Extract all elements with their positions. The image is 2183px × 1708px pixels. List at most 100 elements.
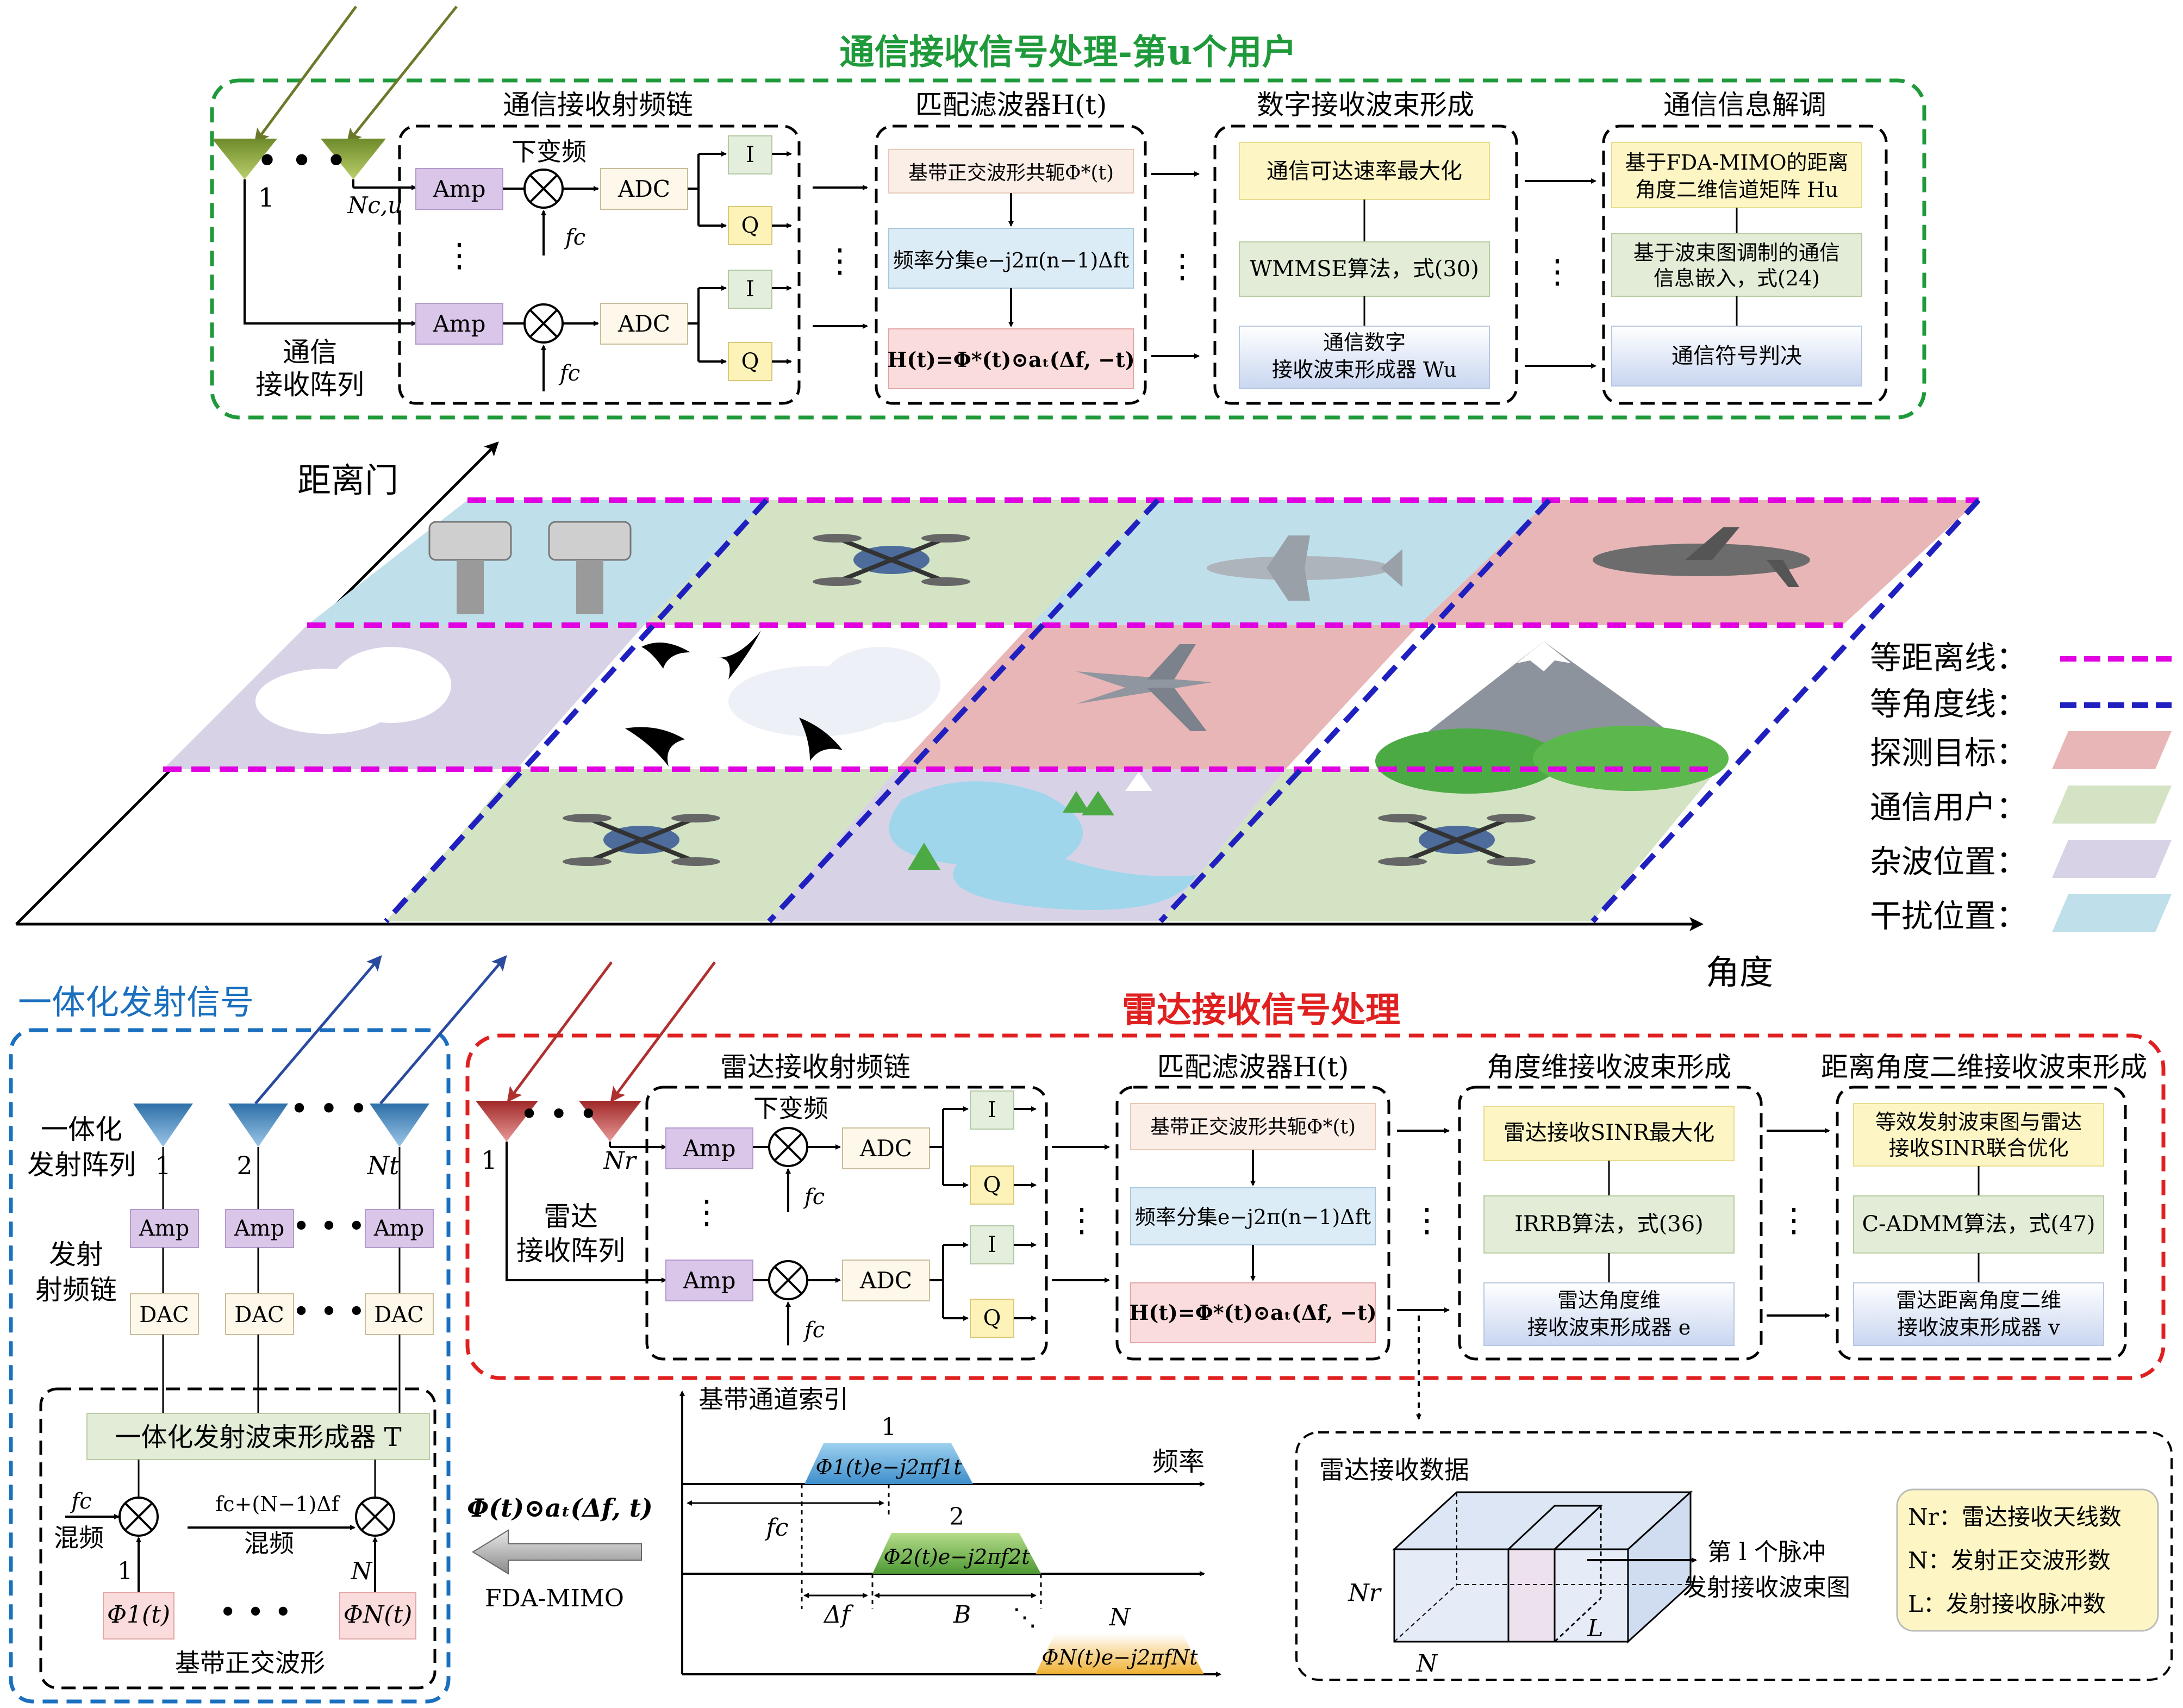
svg-text:fc+(N−1)Δf: fc+(N−1)Δf	[215, 1492, 341, 1516]
svg-text:2: 2	[949, 1503, 964, 1531]
legend: 等距离线： 等角度线： 探测目标： 通信用户： 杂波位置： 干扰位置：	[1870, 639, 2172, 934]
svg-text:Amp: Amp	[432, 176, 485, 202]
radar-antenna-n	[579, 1101, 641, 1142]
radar-station-icons	[428, 521, 632, 614]
svg-text:发射: 发射	[49, 1239, 103, 1270]
svg-text:雷达接收SINR最大化: 雷达接收SINR最大化	[1504, 1120, 1714, 1145]
svg-text:ADC: ADC	[859, 1267, 912, 1294]
svg-text:⋮: ⋮	[443, 236, 476, 275]
svg-text:下变频: 下变频	[753, 1094, 828, 1123]
tx-phi-1	[103, 1592, 174, 1640]
svg-text:fc: fc	[564, 225, 585, 250]
svg-text:• • •: • • •	[219, 1595, 292, 1630]
comm-dbf-title: 数字接收波束形成	[1257, 89, 1474, 121]
svg-text:Nr：雷达接收天线数: Nr：雷达接收天线数	[1908, 1504, 2122, 1530]
svg-text:L：发射接收脉冲数: L：发射接收脉冲数	[1908, 1591, 2106, 1617]
comm-amp-2	[415, 303, 503, 345]
tx-phi-n	[339, 1592, 416, 1640]
svg-text:I: I	[988, 1098, 996, 1123]
svg-text:匹配滤波器H(t): 匹配滤波器H(t)	[1157, 1051, 1349, 1083]
jet-icon	[1076, 644, 1212, 731]
comm-title: 通信接收信号处理-第u个用户	[839, 32, 1296, 73]
svg-text:⋮: ⋮	[824, 242, 856, 280]
tx-dac-2	[225, 1293, 294, 1335]
svg-text:I: I	[746, 277, 754, 302]
mountain-icon	[1375, 641, 1729, 794]
svg-text:DAC: DAC	[374, 1302, 424, 1327]
svg-text:• • •: • • •	[256, 139, 347, 183]
svg-text:• • •: • • •	[520, 1095, 598, 1133]
tx-section: 一体化发射信号 • • • 一体化 发射阵列 1 2 Nt 发射 射频链 Amp…	[9, 955, 507, 1704]
lake-icon	[889, 772, 1196, 910]
svg-text:fc: fc	[803, 1185, 825, 1210]
svg-text:通信数字: 通信数字	[1323, 331, 1406, 354]
svg-text:ΦN(t)e−j2πfNt: ΦN(t)e−j2πfNt	[1041, 1645, 1198, 1669]
svg-text:H(t)=Φ*(t)⊙aₜ(Δf, −t): H(t)=Φ*(t)⊙aₜ(Δf, −t)	[1129, 1300, 1376, 1325]
svg-text:基于波束图调制的通信: 基于波束图调制的通信	[1633, 241, 1840, 265]
tx-beamformer	[86, 1413, 430, 1460]
svg-text:频率: 频率	[1152, 1447, 1205, 1477]
svg-text:I: I	[988, 1232, 996, 1257]
svg-text:Φ1(t)e−j2πf1t: Φ1(t)e−j2πf1t	[815, 1455, 962, 1479]
svg-text:一体化: 一体化	[41, 1114, 122, 1145]
svg-text:接收波束形成器 Wu: 接收波束形成器 Wu	[1272, 358, 1457, 382]
comm-antenna-1	[212, 139, 277, 179]
angle-axis-label: 角度	[1706, 952, 1773, 992]
legend-angle-line: 等角度线：	[1870, 685, 2028, 722]
tx-antenna-nt	[370, 1104, 429, 1147]
svg-text:雷达角度维: 雷达角度维	[1557, 1288, 1661, 1312]
svg-text:基于FDA-MIMO的距离: 基于FDA-MIMO的距离	[1625, 151, 1848, 174]
svg-text:L: L	[1587, 1615, 1603, 1642]
comm-section: 通信接收信号处理-第u个用户 • • • 1 Nc,u 通信 接收阵列 通信接收…	[210, 5, 1926, 420]
svg-text:接收波束形成器 v: 接收波束形成器 v	[1897, 1316, 2060, 1339]
svg-text:等效发射波束图与雷达: 等效发射波束图与雷达	[1875, 1110, 2082, 1134]
comm-ant-n-label: Nc,u	[347, 192, 403, 219]
svg-text:C-ADMM算法，式(47): C-ADMM算法，式(47)	[1862, 1212, 2095, 1237]
pulse-n	[1036, 1634, 1204, 1674]
svg-text:1: 1	[481, 1145, 497, 1175]
svg-text:2: 2	[236, 1151, 252, 1180]
comm-mf-sep: 频率分集e−j2π(n−1)Δft	[893, 248, 1129, 272]
equi-range-lines	[163, 497, 1979, 772]
comm-amp-1	[415, 168, 503, 210]
svg-text:ΦN(t): ΦN(t)	[344, 1601, 413, 1629]
tx-dac-n	[365, 1293, 434, 1335]
svg-text:Amp: Amp	[682, 1267, 735, 1294]
svg-text:Φ1(t): Φ1(t)	[107, 1601, 170, 1629]
tx-amp-2	[225, 1209, 294, 1248]
svg-text:Q: Q	[741, 349, 759, 374]
svg-text:ADC: ADC	[618, 310, 670, 337]
comm-demod-title: 通信信息解调	[1663, 89, 1826, 121]
svg-text:角度二维信道矩阵 Hu: 角度二维信道矩阵 Hu	[1635, 178, 1838, 202]
svg-text:雷达距离角度二维: 雷达距离角度二维	[1896, 1288, 2061, 1312]
svg-text:1: 1	[881, 1413, 896, 1441]
tx-antenna-2	[228, 1104, 288, 1147]
svg-text:FDA-MIMO: FDA-MIMO	[485, 1585, 624, 1612]
svg-text:fc: fc	[70, 1489, 91, 1514]
svg-text:fc: fc	[558, 361, 580, 386]
comm-array-label-2: 接收阵列	[255, 369, 364, 401]
svg-text:雷达接收射频链: 雷达接收射频链	[720, 1051, 910, 1083]
radar-section: 雷达接收信号处理 • • • 1 Nr 雷达 接收阵列 雷达接收射频链 下变频 …	[465, 961, 2166, 1420]
comm-adc-1	[600, 168, 688, 210]
pulse-1	[804, 1443, 973, 1484]
birds-icon	[625, 631, 843, 766]
symbol-note	[1896, 1488, 2159, 1632]
svg-text:⋮: ⋮	[1166, 247, 1199, 285]
uav-icon	[1207, 535, 1402, 601]
comm-ant-1-label: 1	[258, 183, 275, 213]
svg-text:接收SINR联合优化: 接收SINR联合优化	[1889, 1136, 2069, 1160]
drone-icon-3	[1378, 814, 1536, 866]
legend-clutter: 杂波位置：	[1870, 843, 2028, 880]
equi-angle-lines	[384, 498, 1981, 924]
svg-text:第 l 个脉冲: 第 l 个脉冲	[1707, 1538, 1826, 1566]
svg-text:Q: Q	[983, 1173, 1001, 1198]
radar-adc-2	[842, 1260, 930, 1301]
legend-jamming: 干扰位置：	[1870, 897, 2028, 934]
comm-rf-title: 通信接收射频链	[503, 89, 693, 121]
tx-amp-n	[365, 1209, 434, 1248]
comm-adc-2	[600, 303, 688, 345]
legend-target: 探测目标：	[1870, 734, 2028, 771]
svg-text:Amp: Amp	[373, 1216, 424, 1241]
comm-array-label-1: 通信	[283, 336, 337, 368]
